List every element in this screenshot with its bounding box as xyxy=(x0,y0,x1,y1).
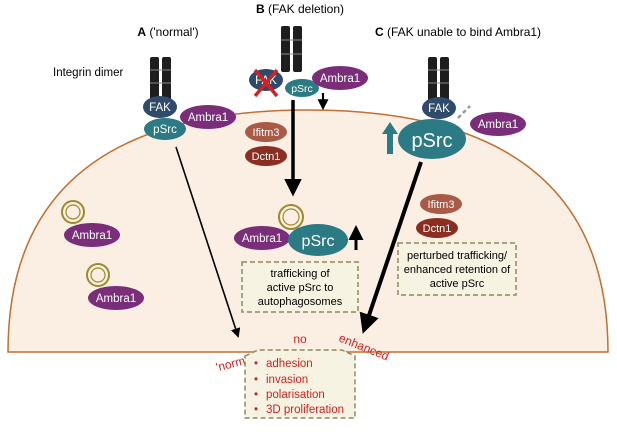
fak-c xyxy=(422,97,456,119)
fak-a xyxy=(143,96,177,118)
panel-a-title: A ('normal') xyxy=(137,25,198,39)
vesicle-psrc-complex-b: Ambra1 pSrc xyxy=(234,204,348,256)
arrow-a xyxy=(175,146,241,338)
svg-text:pSrc: pSrc xyxy=(302,233,335,250)
panel-c-title: C (FAK unable to bind Ambra1) xyxy=(375,25,541,39)
svg-text:Ambra1: Ambra1 xyxy=(96,293,136,305)
broken-binding-line xyxy=(457,105,471,119)
ifitm3-b xyxy=(245,122,287,142)
svg-text:enhanced retention of: enhanced retention of xyxy=(404,264,511,276)
psrc-up-arrow-c xyxy=(382,122,398,154)
svg-text:Ifitm3: Ifitm3 xyxy=(253,127,280,139)
ifitm3-c xyxy=(420,194,462,214)
svg-text:•: • xyxy=(254,404,258,416)
integrin-dimer-label: Integrin dimer xyxy=(53,67,123,79)
outcome-3d-proliferation: 3D proliferation xyxy=(266,404,344,416)
svg-text:•: • xyxy=(254,389,258,401)
svg-text:active pSrc to: active pSrc to xyxy=(267,282,334,294)
svg-text:Dctn1: Dctn1 xyxy=(423,223,452,235)
psrc-b xyxy=(285,79,319,97)
svg-text:autophagosomes: autophagosomes xyxy=(258,296,343,308)
vesicle-ambra1-2: Ambra1 xyxy=(86,263,144,310)
dctn1-c xyxy=(416,218,458,238)
outcome-no-label: no xyxy=(293,332,307,346)
svg-text:Ambra1: Ambra1 xyxy=(320,73,360,85)
arrow-c xyxy=(359,161,423,334)
ambra1-c xyxy=(470,112,526,136)
outcomes-box xyxy=(244,349,356,419)
svg-text:Ifitm3: Ifitm3 xyxy=(428,199,455,211)
outcomes-list: • adhesion • invasion • polarisation • 3… xyxy=(254,358,344,416)
svg-text:FAK: FAK xyxy=(428,103,450,115)
svg-text:active pSrc: active pSrc xyxy=(430,278,485,290)
vesicle-ambra1-1: Ambra1 xyxy=(61,200,120,247)
svg-text:Dctn1: Dctn1 xyxy=(252,151,281,163)
svg-text:perturbed trafficking/: perturbed trafficking/ xyxy=(407,250,508,262)
deletion-cross-icon xyxy=(253,68,279,98)
svg-text:Ambra1: Ambra1 xyxy=(242,233,282,245)
trafficking-box xyxy=(241,261,359,313)
ambra1-a-label: Ambra1 xyxy=(188,112,228,124)
svg-text:•: • xyxy=(254,358,258,370)
svg-text:pSrc: pSrc xyxy=(291,83,313,95)
ambra1-a xyxy=(180,105,236,129)
integrin-dimer-c xyxy=(428,57,449,103)
outcome-adhesion: adhesion xyxy=(266,358,313,370)
dctn1-b xyxy=(245,146,287,166)
svg-text:pSrc: pSrc xyxy=(411,130,452,152)
svg-text:trafficking of: trafficking of xyxy=(270,268,330,280)
outcome-invasion: invasion xyxy=(266,374,308,386)
svg-text:Ambra1: Ambra1 xyxy=(478,119,518,131)
psrc-c xyxy=(398,119,466,159)
svg-text:•: • xyxy=(254,374,258,386)
psrc-a xyxy=(144,118,186,140)
panel-b-title: B (FAK deletion) xyxy=(256,2,344,16)
integrin-dimer-a xyxy=(150,57,171,103)
svg-text:Ambra1: Ambra1 xyxy=(72,230,112,242)
psrc-a-label: pSrc xyxy=(153,124,177,136)
ambra1-b xyxy=(312,66,368,90)
fak-a-label: FAK xyxy=(149,102,171,114)
integrin-dimer-b xyxy=(281,26,302,72)
perturbed-box xyxy=(397,242,517,296)
outcome-polarisation: polarisation xyxy=(266,389,325,401)
